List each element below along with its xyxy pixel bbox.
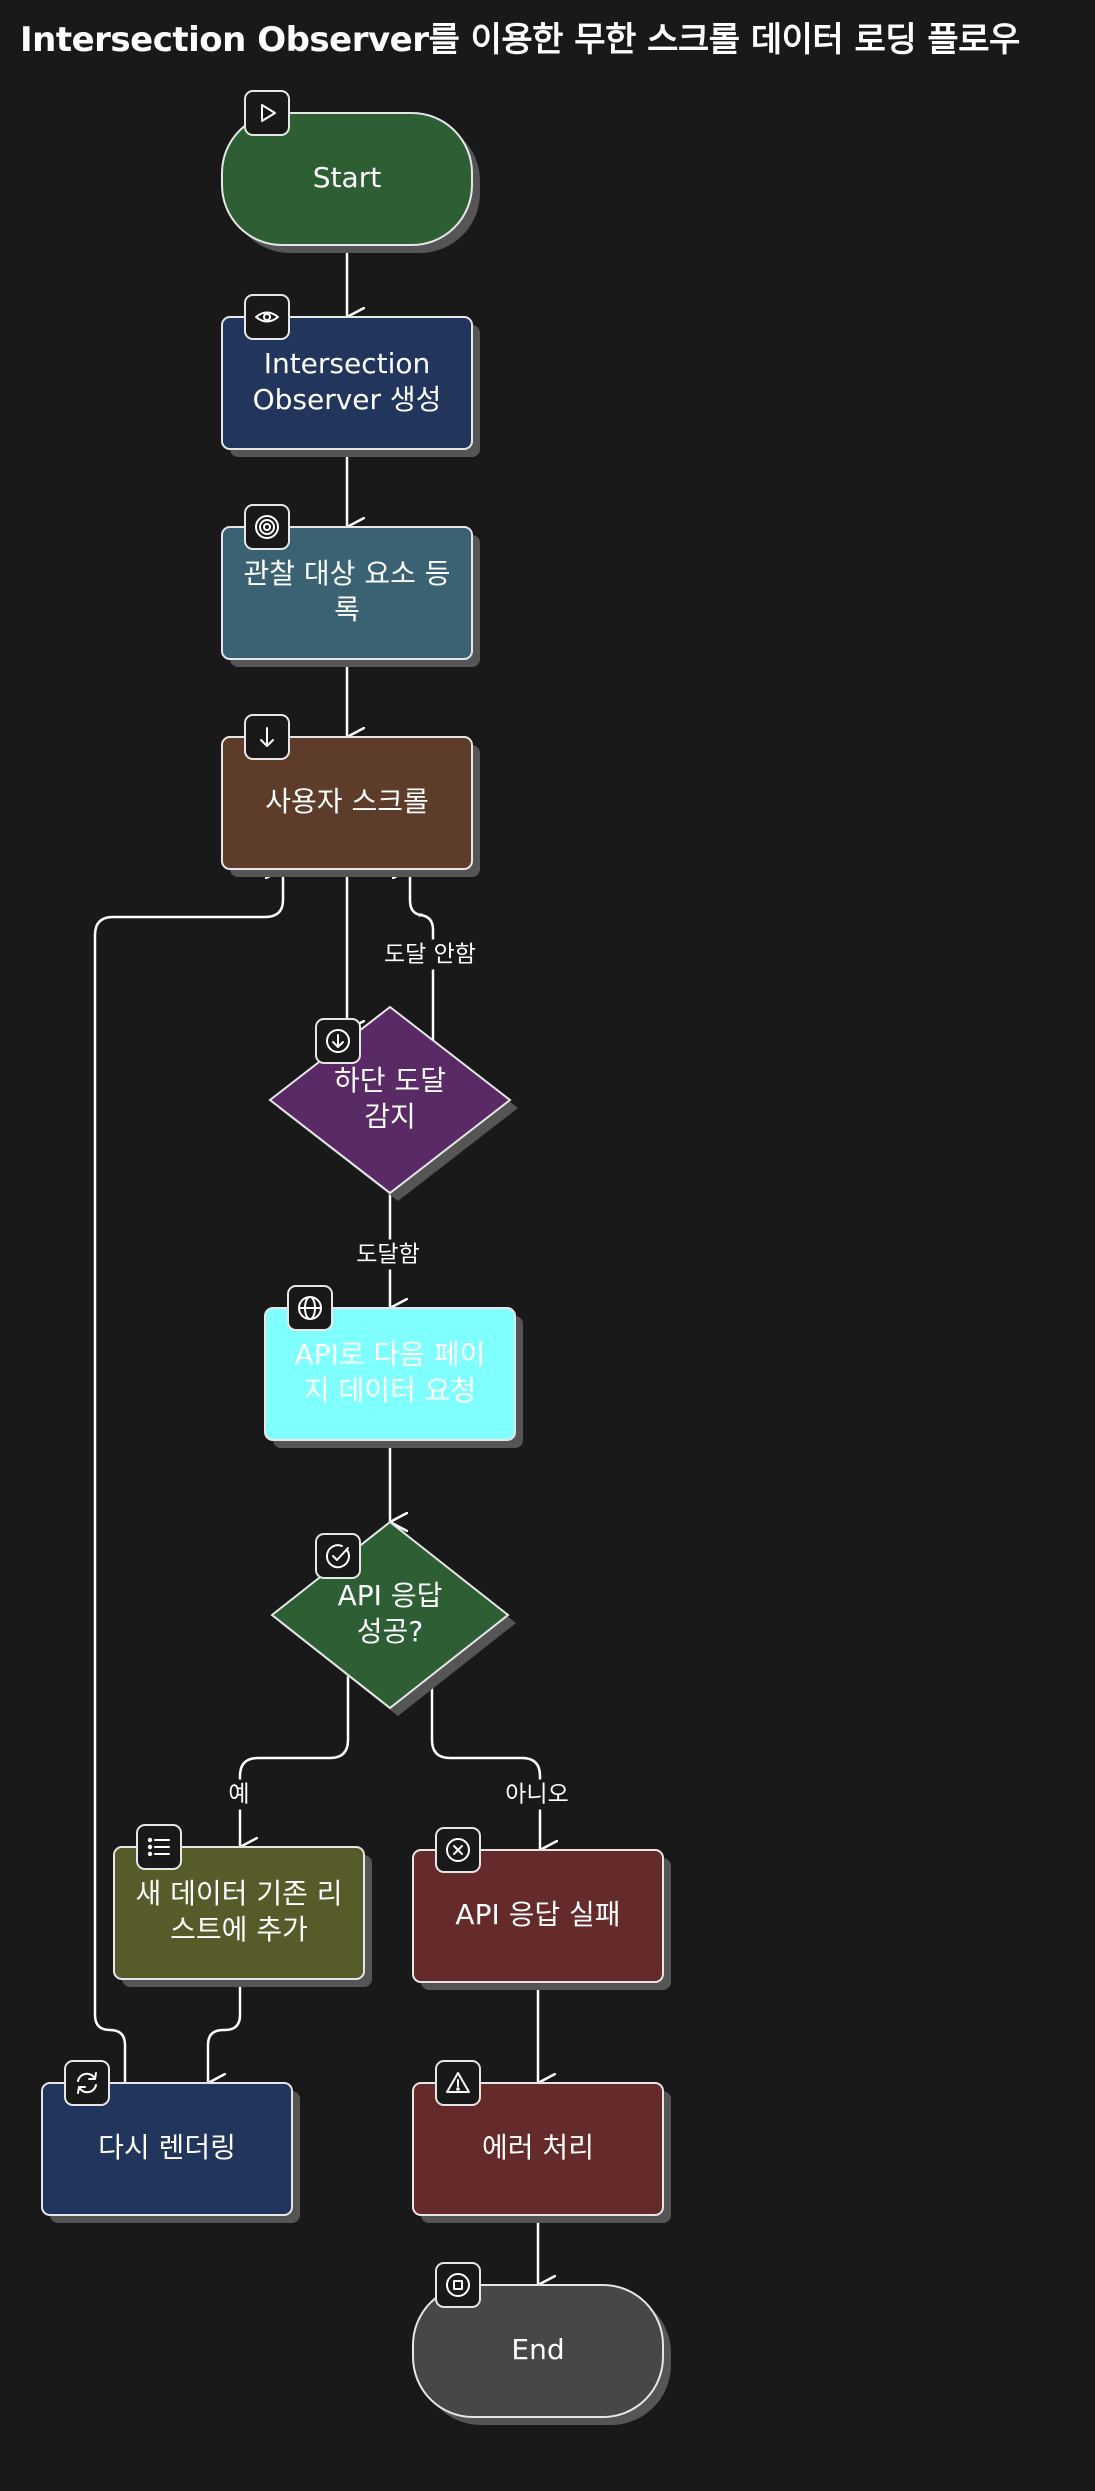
- edge-label-yes: 예: [228, 1782, 249, 1808]
- globe-icon: [287, 1285, 333, 1331]
- node-label: Intersection: [264, 347, 431, 380]
- node-start: Start: [221, 90, 480, 253]
- node-label: API로 다음 페이: [295, 1338, 486, 1371]
- edge-rerender-to-scroll: [93, 869, 285, 2083]
- node-label: API 응답: [338, 1579, 443, 1612]
- edge-label-not-reached: 도달 안함: [384, 942, 476, 968]
- node-label: End: [511, 2333, 564, 2366]
- node-error-handling: 에러 처리: [412, 2060, 671, 2223]
- diagram-title: Intersection Observer를 이용한 무한 스크롤 데이터 로딩…: [20, 20, 1020, 60]
- node-label: 록: [334, 593, 360, 626]
- node-user-scroll: 사용자 스크롤: [221, 714, 480, 877]
- node-label: Start: [313, 161, 381, 194]
- node-label: 관찰 대상 요소 등: [243, 557, 450, 590]
- node-end: End: [412, 2262, 671, 2425]
- node-label: 에러 처리: [482, 2131, 594, 2164]
- node-api-request: API로 다음 페이지 데이터 요청: [264, 1285, 523, 1448]
- node-api-fail: API 응답 실패: [412, 1827, 671, 1990]
- play-icon: [244, 90, 290, 136]
- check-circle-icon: [315, 1533, 361, 1579]
- target-icon: [244, 504, 290, 550]
- x-circle-icon: [435, 1827, 481, 1873]
- node-label: 하단 도달: [334, 1064, 446, 1097]
- node-label: 새 데이터 기존 리: [135, 1877, 342, 1910]
- list-icon: [136, 1824, 182, 1870]
- stop-icon: [435, 2262, 481, 2308]
- node-label: 사용자 스크롤: [265, 785, 428, 818]
- eye-icon: [244, 294, 290, 340]
- node-label: 다시 렌더링: [98, 2131, 236, 2164]
- node-label: API 응답 실패: [455, 1898, 620, 1931]
- node-label: 감지: [364, 1100, 416, 1133]
- edge-detect-not-reached: [410, 869, 435, 1042]
- node-rerender: 다시 렌더링: [41, 2060, 300, 2223]
- refresh-icon: [64, 2060, 110, 2106]
- edge-append-to-rerender: [206, 1979, 242, 2083]
- node-register-target: 관찰 대상 요소 등록: [221, 504, 480, 667]
- node-label: Observer 생성: [253, 383, 442, 416]
- arrow-down-icon: [244, 714, 290, 760]
- warning-icon: [435, 2060, 481, 2106]
- arrow-down-circle-icon: [315, 1018, 361, 1064]
- edge-success-yes: [238, 1674, 350, 1847]
- edge-label-no: 아니오: [505, 1782, 568, 1808]
- edge-success-no: [430, 1674, 540, 1850]
- node-label: 스트에 추가: [170, 1913, 308, 1946]
- node-label: 지 데이터 요청: [304, 1374, 476, 1407]
- node-label: 성공?: [357, 1615, 423, 1648]
- edge-label-reached: 도달함: [356, 1242, 419, 1268]
